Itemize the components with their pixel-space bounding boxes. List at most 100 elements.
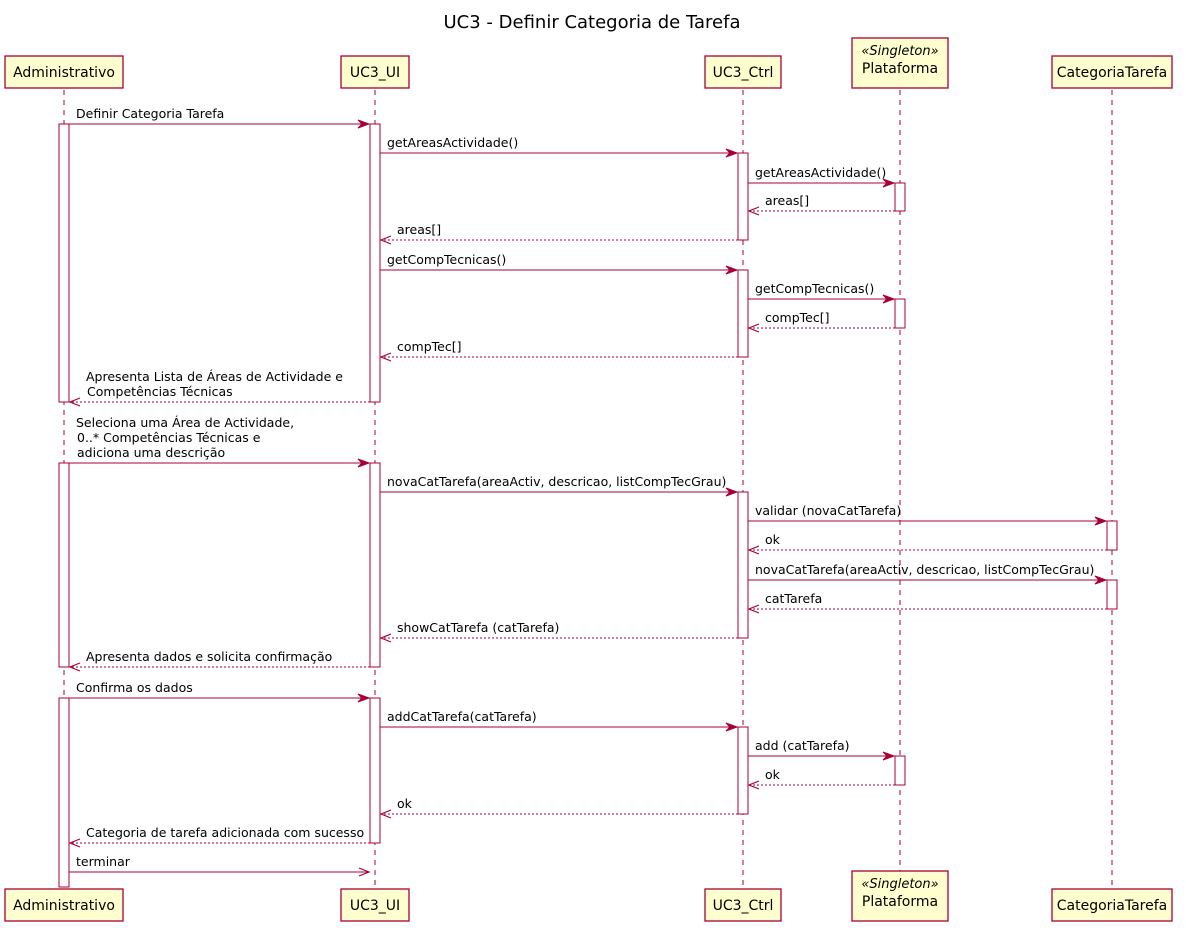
message-label: terminar: [76, 854, 131, 869]
message-4: areas[]: [747, 193, 895, 216]
arrowhead: [68, 838, 81, 848]
message-label: Competências Técnicas: [87, 384, 233, 399]
participant-box: [1051, 55, 1173, 89]
participant-box: [4, 55, 124, 89]
message-label: Categoria de tarefa adicionada com suces…: [86, 825, 364, 840]
participant-ctrl-top: UC3_Ctrl: [704, 55, 782, 89]
message-label: getAreasActividade(): [387, 135, 518, 150]
message-label: getCompTecnicas(): [755, 281, 874, 296]
participant-cat-bottom: CategoriaTarefa: [1051, 888, 1173, 922]
message-2: getAreasActividade(): [380, 135, 739, 158]
activation-bar-ctrl: [737, 152, 749, 241]
message-20: addCatTarefa(catTarefa): [380, 709, 739, 732]
message-label: areas[]: [397, 222, 441, 237]
message-13: validar (novaCatTarefa): [748, 503, 1108, 526]
message-label: catTarefa: [765, 591, 822, 606]
participant-label: UC3_UI: [350, 898, 400, 914]
arrowhead: [358, 867, 371, 877]
participant-box: [4, 888, 124, 922]
message-18: Apresenta dados e solicita confirmação: [68, 649, 370, 672]
message-label: ok: [765, 532, 781, 547]
arrowhead: [882, 751, 896, 761]
participant-box: [1051, 888, 1173, 922]
arrowhead: [747, 323, 760, 333]
message-16: catTarefa: [747, 591, 1107, 614]
arrowhead: [882, 294, 896, 304]
participant-label: CategoriaTarefa: [1057, 898, 1168, 914]
participant-box: [340, 55, 410, 89]
participant-admin-bottom: Administrativo: [4, 888, 124, 922]
message-label: novaCatTarefa(areaActiv, descricao, list…: [755, 562, 1094, 577]
arrowhead: [357, 119, 371, 129]
participant-label: Plataforma: [862, 61, 938, 77]
message-21: add (catTarefa): [748, 738, 896, 761]
activation-bar-ctrl: [737, 726, 749, 815]
arrowhead: [725, 722, 739, 732]
message-label: Apresenta dados e solicita confirmação: [86, 649, 332, 664]
activation-bar-admin: [58, 123, 70, 403]
activation-bar-ui: [369, 462, 381, 668]
message-19: Confirma os dados: [69, 680, 371, 703]
arrowhead: [882, 178, 896, 188]
arrowhead: [747, 780, 760, 790]
message-11: Seleciona uma Área de Actividade,0..* Co…: [69, 415, 371, 468]
activation-bar-ctrl: [737, 269, 749, 358]
message-label: adiciona uma descrição: [77, 445, 225, 460]
activation-bar-plat: [894, 298, 906, 329]
arrowhead: [1094, 575, 1108, 585]
arrowhead: [68, 662, 81, 672]
participant-label: UC3_Ctrl: [713, 898, 774, 914]
message-label: Definir Categoria Tarefa: [76, 106, 224, 121]
participant-stereotype: «Singleton»: [861, 877, 938, 892]
participant-ctrl-bottom: UC3_Ctrl: [704, 888, 782, 922]
message-label: addCatTarefa(catTarefa): [387, 709, 537, 724]
message-24: Categoria de tarefa adicionada com suces…: [68, 825, 370, 848]
message-17: showCatTarefa (catTarefa): [379, 620, 738, 643]
activation-bar-ui: [369, 697, 381, 844]
message-label: areas[]: [765, 193, 809, 208]
participant-box: [851, 870, 949, 922]
arrowhead: [725, 487, 739, 497]
message-14: ok: [747, 532, 1107, 555]
participant-label: UC3_UI: [350, 65, 400, 81]
message-6: getCompTecnicas(): [380, 252, 739, 275]
participant-plat-bottom: «Singleton» Plataforma: [851, 870, 949, 922]
arrowhead: [379, 809, 392, 819]
arrowhead: [747, 604, 760, 614]
message-label: compTec[]: [397, 339, 461, 354]
arrowhead: [725, 148, 739, 158]
arrowhead: [725, 265, 739, 275]
participant-box: [704, 55, 782, 89]
message-7: getCompTecnicas(): [748, 281, 896, 304]
message-label: Seleciona uma Área de Actividade,: [76, 415, 294, 430]
arrowhead: [379, 235, 392, 245]
activation-bar-ui: [369, 123, 381, 403]
participant-cat-top: CategoriaTarefa: [1051, 55, 1173, 89]
arrowhead: [357, 693, 371, 703]
message-label: getCompTecnicas(): [387, 252, 506, 267]
arrowhead: [747, 545, 760, 555]
activation-bar-admin: [58, 697, 70, 888]
message-9: compTec[]: [379, 339, 738, 362]
message-label: ok: [765, 767, 781, 782]
message-label: ok: [397, 796, 413, 811]
message-23: ok: [379, 796, 738, 819]
arrowhead: [747, 206, 760, 216]
activation-bar-plat: [894, 182, 906, 212]
participant-box: [851, 37, 949, 89]
activation-bar-cat: [1106, 520, 1118, 551]
activation-bar-admin: [58, 462, 70, 668]
message-label: novaCatTarefa(areaActiv, descricao, list…: [387, 474, 726, 489]
message-12: novaCatTarefa(areaActiv, descricao, list…: [380, 474, 739, 497]
message-10: Apresenta Lista de Áreas de Actividade e…: [68, 369, 370, 407]
participant-stereotype: «Singleton»: [861, 44, 938, 59]
message-label: compTec[]: [765, 310, 829, 325]
message-5: areas[]: [379, 222, 738, 245]
participant-label: Plataforma: [862, 894, 938, 910]
message-3: getAreasActividade(): [748, 165, 896, 188]
diagram-title: UC3 - Definir Categoria de Tarefa: [444, 12, 741, 33]
arrowhead: [357, 458, 371, 468]
message-label: Confirma os dados: [76, 680, 193, 695]
message-22: ok: [747, 767, 895, 790]
